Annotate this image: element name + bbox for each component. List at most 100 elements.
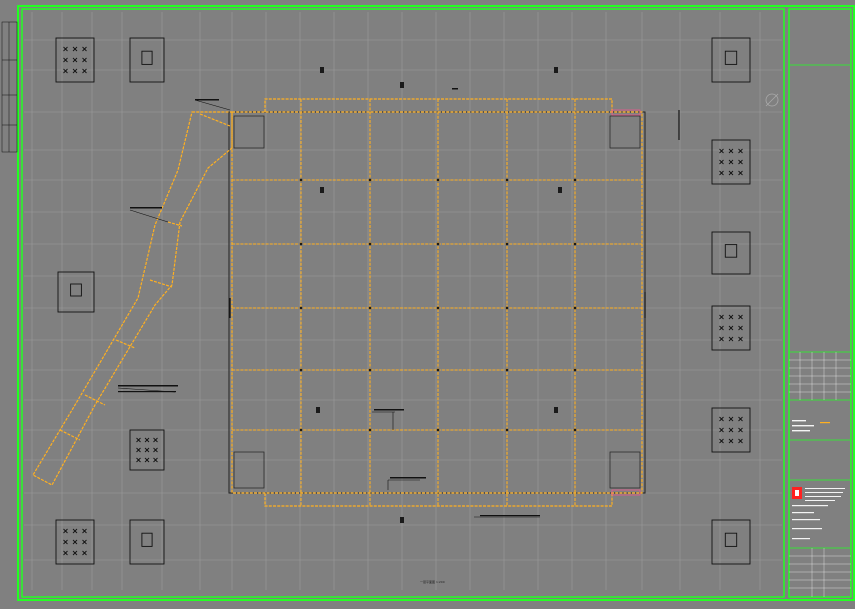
equipment-x-mark (72, 46, 78, 52)
equipment-x-mark (719, 159, 724, 165)
equipment-x-mark (82, 57, 87, 63)
column (368, 306, 372, 310)
column-pier (316, 407, 320, 413)
column (436, 178, 440, 182)
equipment-room-wall (711, 519, 751, 565)
column (505, 242, 509, 246)
equipment-x-mark (719, 438, 724, 444)
north-arrow-symbol (765, 93, 779, 107)
equipment-x-mark (728, 148, 734, 154)
column-pier (320, 187, 324, 193)
equipment-x-mark (144, 457, 150, 463)
column (436, 368, 440, 372)
equipment-x-mark (72, 528, 78, 534)
equipment-x-mark (63, 550, 68, 556)
equipment-x-mark (63, 539, 68, 545)
equipment-x-mark (738, 170, 743, 176)
equipment-x-mark (738, 336, 743, 342)
column (505, 306, 509, 310)
equipment-x-mark (136, 437, 141, 443)
column (505, 178, 509, 182)
equipment-x-mark (738, 314, 743, 320)
column (573, 306, 577, 310)
equipment-x-mark (728, 336, 734, 342)
equipment-x-mark (63, 46, 68, 52)
column (573, 178, 577, 182)
equipment-inner-block (70, 283, 82, 297)
column-pier (558, 187, 562, 193)
equipment-x-mark (153, 437, 158, 443)
column (436, 306, 440, 310)
title-block-text-lines (792, 420, 845, 540)
equipment-room-wall (55, 37, 95, 83)
equipment-x-mark (738, 427, 743, 433)
column (299, 368, 303, 372)
equipment-x-mark (82, 68, 87, 74)
equipment-x-mark (72, 68, 78, 74)
annotation-text-blocks (118, 88, 540, 517)
equipment-room (711, 37, 751, 83)
equipment-room-wall (711, 37, 751, 83)
fire-zone-outer-boundary (231, 111, 643, 494)
equipment-x-mark (82, 528, 87, 534)
structural-columns (299, 67, 577, 523)
equipment-room (55, 37, 95, 83)
column-pier (400, 517, 404, 523)
equipment-room-wall (711, 139, 751, 185)
equipment-x-mark (72, 550, 78, 556)
equipment-x-mark (738, 416, 743, 422)
stair-cores (233, 109, 641, 496)
outer-frame (17, 5, 855, 601)
equipment-inner-block (141, 50, 153, 65)
equipment-x-mark (728, 427, 734, 433)
equipment-x-mark (719, 325, 724, 331)
column-pier (554, 67, 558, 73)
gate-markers (229, 110, 680, 318)
equipment-x-mark (719, 314, 724, 320)
equipment-x-mark (144, 437, 150, 443)
column (368, 428, 372, 432)
column-pier (400, 82, 404, 88)
column (368, 178, 372, 182)
equipment-x-mark (728, 438, 734, 444)
equipment-x-mark (719, 148, 724, 154)
column (368, 242, 372, 246)
equipment-x-mark (728, 416, 734, 422)
equipment-room (57, 271, 95, 313)
equipment-x-mark (136, 447, 141, 453)
column (299, 178, 303, 182)
equipment-room (129, 429, 165, 471)
equipment-inner-block (141, 532, 153, 547)
column (505, 428, 509, 432)
equipment-x-mark (719, 170, 724, 176)
column (368, 368, 372, 372)
equipment-x-mark (738, 159, 743, 165)
equipment-room (711, 519, 751, 565)
title-block (789, 64, 851, 549)
equipment-room-wall (129, 429, 165, 471)
column (573, 428, 577, 432)
equipment-room (711, 139, 751, 185)
equipment-x-mark (72, 539, 78, 545)
equipment-inner-block (724, 244, 738, 258)
equipment-x-mark (82, 550, 87, 556)
equipment-room (55, 519, 95, 565)
equipment-x-mark (728, 159, 734, 165)
equipment-x-mark (738, 438, 743, 444)
left-revision-strip (1, 21, 18, 153)
equipment-x-mark (63, 57, 68, 63)
equipment-x-mark (136, 457, 141, 463)
drawing-scale-note: 一层平面图 1:200 (420, 580, 445, 584)
equipment-x-mark (719, 416, 724, 422)
equipment-room (711, 305, 751, 351)
column (436, 428, 440, 432)
equipment-x-mark (719, 427, 724, 433)
equipment-rooms (55, 37, 751, 565)
column (573, 242, 577, 246)
equipment-x-mark (728, 314, 734, 320)
equipment-x-mark (82, 539, 87, 545)
equipment-x-mark (719, 336, 724, 342)
column (299, 242, 303, 246)
equipment-inner-block (724, 50, 738, 65)
